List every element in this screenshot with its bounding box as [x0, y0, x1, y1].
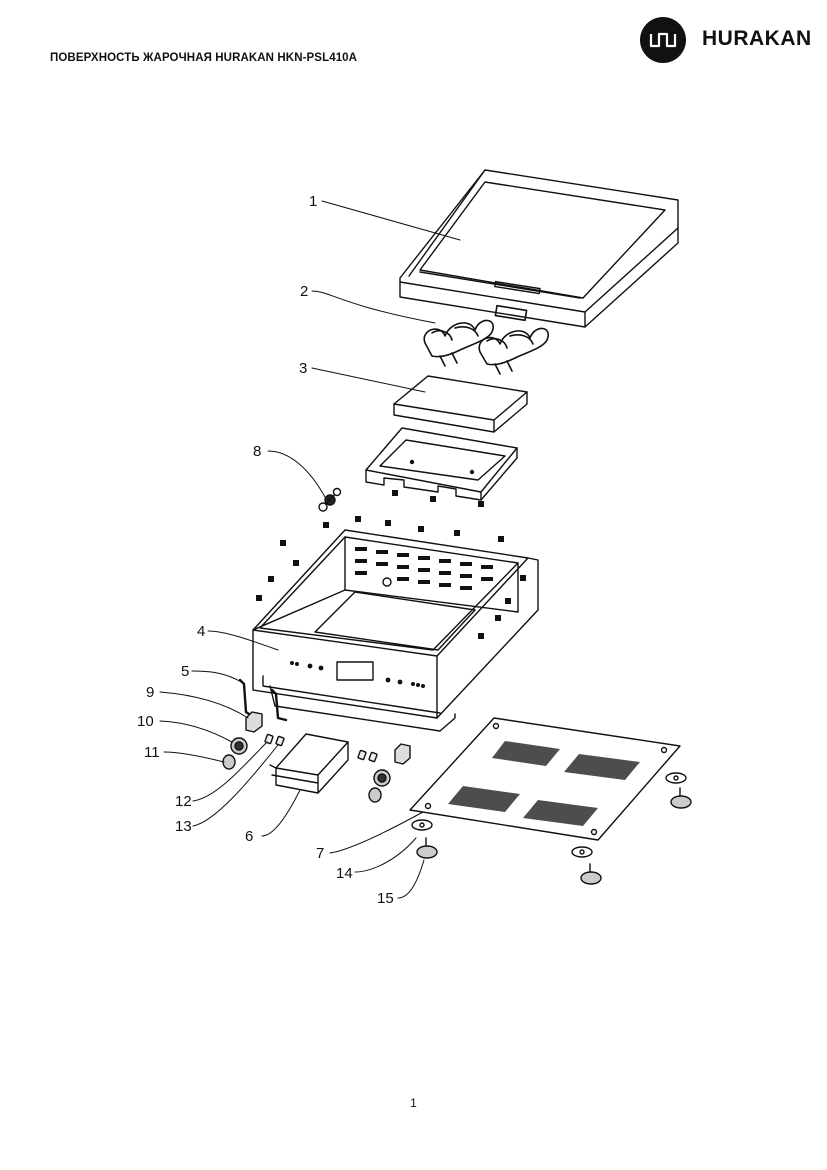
callout-14: 14 [336, 865, 353, 882]
part-knobs [222, 737, 391, 803]
callout-10: 10 [137, 713, 154, 730]
callout-6: 6 [245, 828, 253, 845]
callout-2: 2 [300, 283, 308, 300]
callout-5: 5 [181, 663, 189, 680]
callout-9: 9 [146, 684, 154, 701]
callout-13: 13 [175, 818, 192, 835]
part-bottom-plate [409, 717, 681, 841]
callout-labels: 1 2 3 4 5 6 7 8 9 10 11 12 13 14 15 [137, 193, 394, 907]
leader-lines [159, 200, 461, 899]
part-tray-frame [365, 427, 518, 501]
brand-name: HURAKAN [702, 27, 812, 50]
callout-8: 8 [253, 443, 261, 460]
part-heating-elements [423, 304, 549, 375]
part-body-housing [252, 529, 539, 732]
callout-3: 3 [299, 360, 307, 377]
callout-15: 15 [377, 890, 394, 907]
document-title: ПОВЕРХНОСТЬ ЖАРОЧНАЯ HURAKAN HKN-PSL410A [50, 52, 358, 64]
callout-1: 1 [309, 193, 317, 210]
part-indicator-lamps [264, 733, 378, 763]
part-insulation-block [393, 375, 528, 433]
brand-logo: HURAKAN [640, 17, 815, 63]
fasteners [256, 490, 526, 639]
part-thermostat [318, 487, 342, 512]
callout-11: 11 [144, 744, 160, 761]
hurakan-logo-icon [640, 17, 686, 63]
part-drip-drawer [269, 733, 349, 794]
callout-4: 4 [197, 623, 205, 640]
callout-12: 12 [175, 793, 192, 810]
part-griddle-plate [399, 169, 679, 328]
part-switch [245, 711, 411, 765]
part-feet [411, 772, 692, 885]
callout-7: 7 [316, 845, 324, 862]
page-number: 1 [410, 1096, 417, 1110]
